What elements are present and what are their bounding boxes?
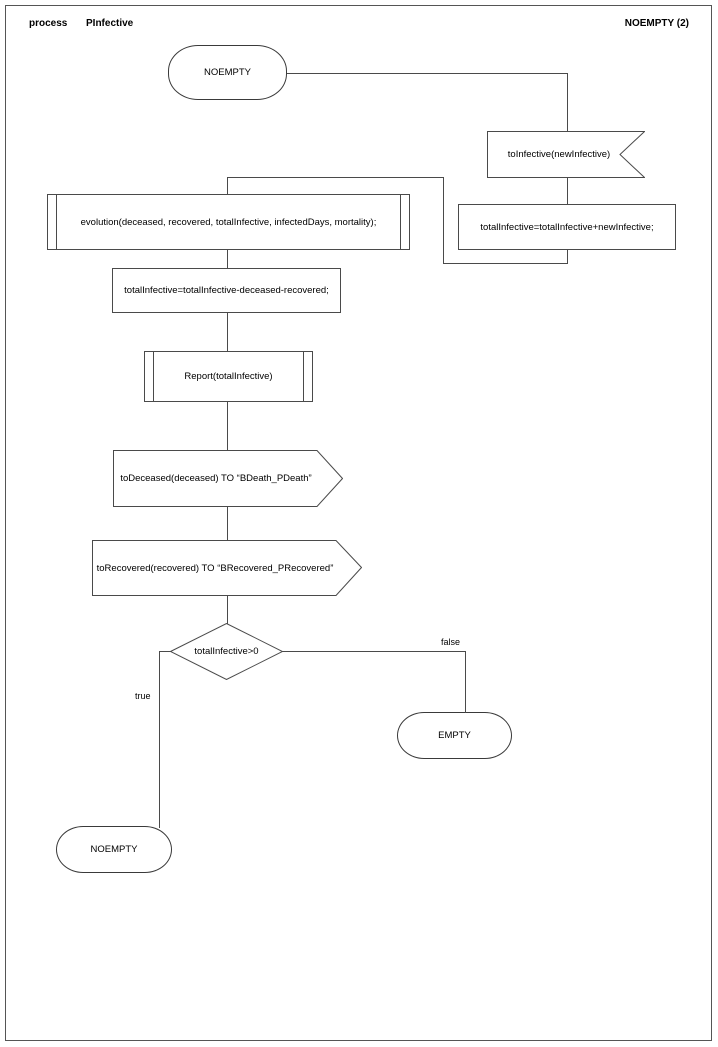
edge-start-to-receive-v: [567, 73, 568, 131]
node-evolution[interactable]: evolution(deceased, recovered, totalInfe…: [47, 194, 410, 250]
node-start-terminal[interactable]: NOEMPTY: [168, 45, 287, 100]
edge-add-loop-v1: [567, 250, 568, 263]
page-border: [5, 5, 712, 1041]
node-end-noempty-label: NOEMPTY: [90, 844, 138, 855]
edge-true-h: [159, 651, 171, 652]
node-add-infective[interactable]: totalInfective=totalInfective+newInfecti…: [458, 204, 676, 250]
edge-add-loop-v3: [227, 177, 228, 195]
edge-report-to-send-deceased: [227, 402, 228, 451]
edge-evolution-to-subtract: [227, 250, 228, 269]
edge-add-loop-v2: [443, 177, 444, 264]
edge-add-loop-h2: [227, 177, 444, 178]
edge-receive-to-add: [567, 178, 568, 204]
node-start-terminal-label: NOEMPTY: [204, 67, 251, 78]
node-end-empty[interactable]: EMPTY: [397, 712, 512, 759]
edge-send-deceased-to-send-recovered: [227, 507, 228, 541]
edge-true-v: [159, 651, 160, 828]
edge-false-h: [282, 651, 466, 652]
node-decision[interactable]: totalInfective>0: [170, 623, 283, 680]
node-send-deceased[interactable]: toDeceased(deceased) TO “BDeath_PDeath”: [113, 450, 343, 507]
edge-label-true: true: [135, 691, 151, 701]
edge-false-v: [465, 651, 466, 713]
node-end-noempty[interactable]: NOEMPTY: [56, 826, 172, 873]
node-add-infective-label: totalInfective=totalInfective+newInfecti…: [480, 221, 654, 233]
edge-label-false: false: [441, 637, 461, 647]
node-receive-infective[interactable]: toInfective(newInfective): [487, 131, 645, 178]
edge-add-loop-h1: [443, 263, 568, 264]
header-state: NOEMPTY (2): [624, 18, 689, 29]
node-send-recovered[interactable]: toRecovered(recovered) TO “BRecovered_PR…: [92, 540, 362, 596]
node-report-label: Report(totalInfective): [184, 371, 273, 382]
header-process-name: PInfective: [86, 18, 134, 29]
node-evolution-label: evolution(deceased, recovered, totalInfe…: [80, 216, 377, 228]
node-subtract-infective[interactable]: totalInfective=totalInfective-deceased-r…: [112, 268, 341, 313]
edge-send-recovered-to-decision: [227, 596, 228, 624]
edge-subtract-to-report: [227, 313, 228, 352]
node-end-empty-label: EMPTY: [438, 730, 471, 741]
edge-start-to-receive-h: [287, 73, 568, 74]
header-kind: process: [29, 18, 68, 29]
node-report[interactable]: Report(totalInfective): [144, 351, 313, 402]
node-subtract-infective-label: totalInfective=totalInfective-deceased-r…: [124, 285, 329, 296]
